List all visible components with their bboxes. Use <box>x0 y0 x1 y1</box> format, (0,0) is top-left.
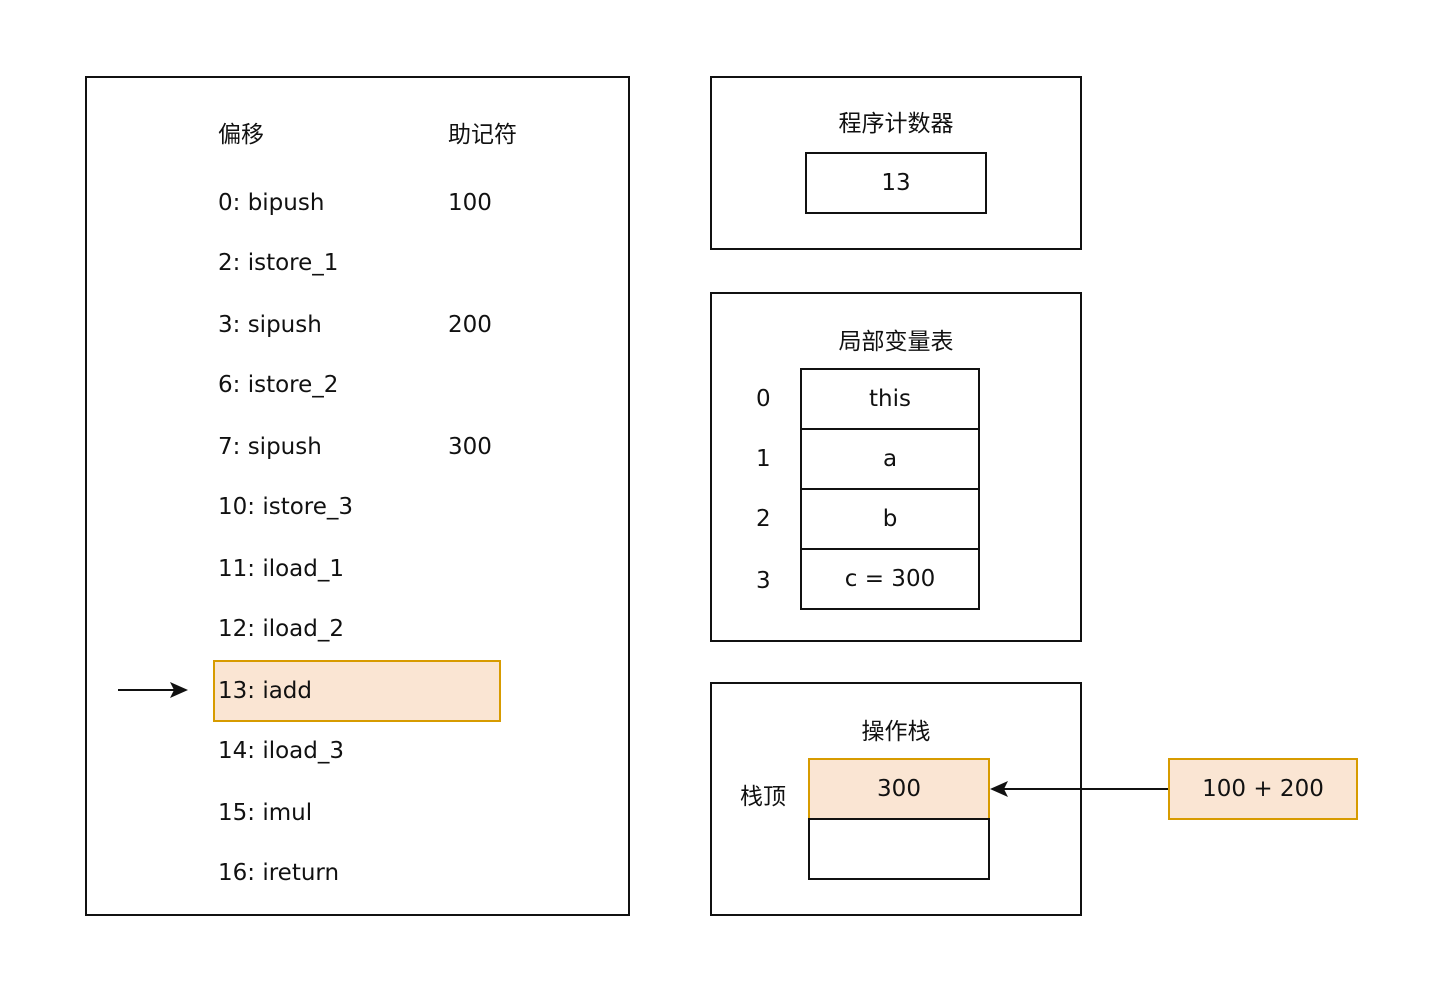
slot-index-0: 0 <box>756 386 771 412</box>
instruction-10: 15: imul <box>218 800 313 826</box>
instruction-0: 0: bipush <box>218 190 325 216</box>
slot-index-2: 2 <box>756 506 771 532</box>
argument-0: 100 <box>448 190 492 216</box>
instruction-9: 14: iload_3 <box>218 738 345 764</box>
instruction-4: 7: sipush <box>218 434 322 460</box>
argument-2: 200 <box>448 312 492 338</box>
locals-title: 局部变量表 <box>838 329 954 355</box>
current-instruction-highlight <box>213 660 501 722</box>
stack-top-label: 栈顶 <box>740 784 786 810</box>
instruction-7: 12: iload_2 <box>218 616 345 642</box>
slot-index-1: 1 <box>756 446 771 472</box>
instruction-3: 6: istore_2 <box>218 372 339 398</box>
stack-second-cell <box>808 818 990 880</box>
instruction-2: 3: sipush <box>218 312 322 338</box>
slot-value-3: c = 300 <box>800 548 980 610</box>
instruction-8: 13: iadd <box>218 678 313 704</box>
pc-title: 程序计数器 <box>838 111 954 137</box>
pc-panel: 程序计数器 <box>710 76 1082 250</box>
instruction-11: 16: ireturn <box>218 860 340 886</box>
mnemonic-header: 助记符 <box>448 122 517 148</box>
stack-title: 操作栈 <box>861 719 931 745</box>
expression-box: 100 + 200 <box>1168 758 1358 820</box>
bytecode-panel <box>85 76 630 916</box>
argument-4: 300 <box>448 434 492 460</box>
slot-value-0: this <box>800 368 980 430</box>
instruction-5: 10: istore_3 <box>218 494 354 520</box>
pc-value-box: 13 <box>805 152 987 214</box>
stack-top-cell: 300 <box>808 758 990 820</box>
offset-header: 偏移 <box>218 122 264 148</box>
current-instruction-arrow <box>118 682 188 698</box>
push-result-arrow <box>990 781 1168 797</box>
slot-index-3: 3 <box>756 568 771 594</box>
instruction-1: 2: istore_1 <box>218 250 339 276</box>
instruction-6: 11: iload_1 <box>218 556 345 582</box>
